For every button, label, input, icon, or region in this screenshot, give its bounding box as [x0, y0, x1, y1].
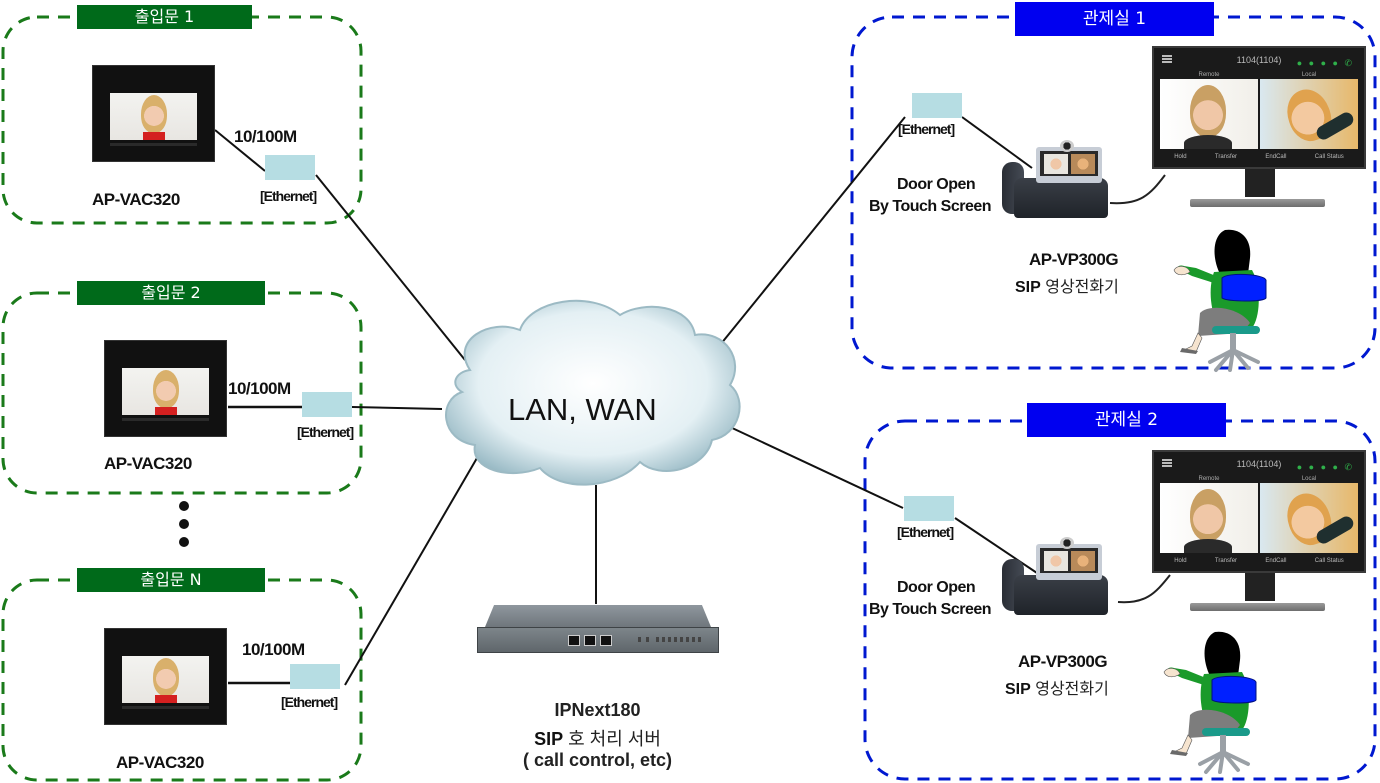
door-zone-2-border: [1, 291, 363, 495]
vac320-device-image: [92, 65, 215, 162]
network-label: LAN, WAN: [508, 392, 657, 427]
hold-button: Hold: [1174, 154, 1187, 160]
door-2-ethernet-port: [302, 392, 352, 417]
transfer-button: Transfer: [1214, 154, 1238, 160]
room-2-door-open-line2: By Touch Screen: [869, 601, 992, 618]
room-2-ethernet-label: [Ethernet]: [897, 524, 954, 540]
more-doors-dot: [179, 519, 189, 529]
menu-icon: [1162, 55, 1172, 63]
room-2-door-open-line1: Door Open: [897, 579, 976, 596]
call-status-button: Call Status: [1314, 154, 1344, 160]
room-1-door-open-line2: By Touch Screen: [869, 198, 992, 215]
door-n-link-speed: 10/100M: [242, 640, 305, 659]
status-icons: ● ● ● ● ✆: [1296, 462, 1354, 472]
door-1-ethernet-label: [Ethernet]: [260, 188, 317, 204]
room-1-device-desc: SIP 영상전화기: [1015, 279, 1119, 296]
room-1-monitor: 1104(1104) ● ● ● ● ✆ Remote Local Hold Tr…: [1152, 46, 1366, 169]
vp300g-phone-image: [1002, 140, 1112, 220]
cable-phone1-to-monitor1: [1109, 174, 1166, 205]
room-2-ethernet-port: [904, 496, 954, 521]
endcall-button: EndCall: [1265, 154, 1287, 160]
more-doors-dot: [179, 537, 189, 547]
server-description: SIP 호 처리 서버: [534, 729, 661, 749]
door-2-device-model: AP-VAC320: [104, 454, 192, 473]
wire-door1-to-ethernet: [214, 129, 266, 172]
control-room-2-title: 관제실 2: [1027, 403, 1226, 437]
transfer-button: Transfer: [1214, 558, 1238, 564]
hold-button: Hold: [1174, 558, 1187, 564]
call-status-button: Call Status: [1314, 558, 1344, 564]
monitor-base: [1190, 199, 1325, 207]
monitor-extension: 1104(1104): [1236, 55, 1282, 65]
door-n-ethernet-label: [Ethernet]: [281, 694, 338, 710]
door-1-ethernet-port: [265, 155, 315, 180]
remote-video: [1160, 483, 1258, 553]
door-zone-2-title: 출입문 2: [77, 281, 265, 305]
monitor-extension: 1104(1104): [1236, 459, 1282, 469]
remote-label: Remote: [1198, 72, 1220, 78]
wire-ethernet-room1-to-phone: [961, 116, 1033, 169]
room-1-ethernet-port: [912, 93, 962, 118]
ipnext180-server-image: [477, 605, 719, 653]
wire-cloud-to-room2: [729, 426, 904, 509]
remote-video: [1160, 79, 1258, 149]
menu-icon: [1162, 459, 1172, 467]
vac320-device-image: [104, 340, 227, 437]
door-n-ethernet-port: [290, 664, 340, 689]
more-doors-dot: [179, 501, 189, 511]
monitor-base: [1190, 603, 1325, 611]
door-zone-n-border: [1, 578, 363, 782]
endcall-button: EndCall: [1265, 558, 1287, 564]
wire-ethernet-room2-to-phone: [954, 517, 1041, 576]
operator-figure: [1163, 631, 1257, 774]
door-1-device-model: AP-VAC320: [92, 190, 180, 209]
remote-label: Remote: [1198, 476, 1220, 482]
door-zone-1-border: [1, 15, 363, 225]
network-cloud: [445, 299, 741, 486]
vp300g-phone-image: [1002, 537, 1112, 617]
room-1-device-model: AP-VP300G: [1029, 250, 1119, 269]
local-label: Local: [1301, 72, 1317, 78]
door-zone-1-title: 출입문 1: [77, 5, 252, 29]
door-2-link-speed: 10/100M: [228, 379, 291, 398]
local-video: [1260, 483, 1358, 553]
monitor-stand: [1245, 169, 1275, 197]
room-2-device-desc: SIP 영상전화기: [1005, 681, 1109, 698]
room-1-door-open-line1: Door Open: [897, 176, 976, 193]
local-video: [1260, 79, 1358, 149]
monitor-stand: [1245, 573, 1275, 601]
room-2-device-model: AP-VP300G: [1018, 652, 1108, 671]
room-1-ethernet-label: [Ethernet]: [898, 121, 955, 137]
server-model: IPNext180: [554, 700, 641, 720]
cable-phone2-to-monitor2: [1117, 574, 1171, 604]
control-room-1-title: 관제실 1: [1015, 2, 1214, 36]
wire-ethernetn-to-cloud: [344, 457, 478, 686]
wire-ethernet2-to-cloud: [351, 406, 443, 410]
status-icons: ● ● ● ● ✆: [1296, 58, 1354, 68]
operator-figure: [1173, 229, 1267, 372]
local-label: Local: [1301, 476, 1317, 482]
door-1-link-speed: 10/100M: [234, 127, 297, 146]
door-2-ethernet-label: [Ethernet]: [297, 424, 354, 440]
room-2-monitor: 1104(1104) ● ● ● ● ✆ Remote Local Hold Tr…: [1152, 450, 1366, 573]
wire-ethernet1-to-cloud: [315, 174, 466, 361]
wire-cloud-to-room1: [702, 116, 906, 367]
door-n-device-model: AP-VAC320: [116, 753, 204, 772]
server-note: ( call control, etc): [522, 750, 673, 770]
vac320-device-image: [104, 628, 227, 725]
door-zone-n-title: 출입문 N: [77, 568, 265, 592]
